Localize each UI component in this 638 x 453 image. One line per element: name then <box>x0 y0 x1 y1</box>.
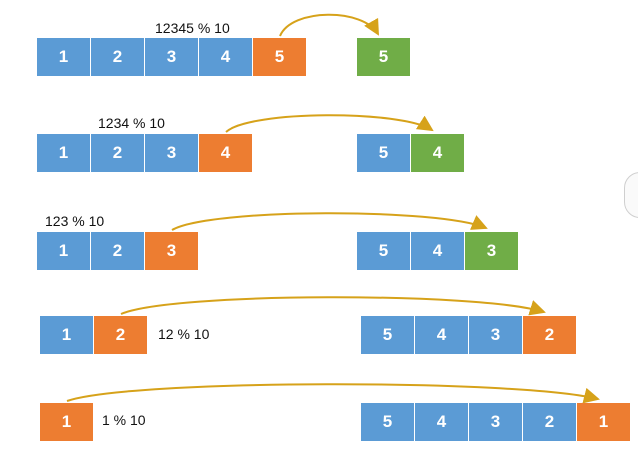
step-5-number-digit: 1 <box>40 403 94 441</box>
step-4-result-digit: 3 <box>469 316 523 354</box>
step-4-result-digit: 4 <box>415 316 469 354</box>
step-3-expression-label: 123 % 10 <box>45 213 105 229</box>
step-1-number-digit: 1 <box>37 38 91 76</box>
step-1-number-digit: 4 <box>199 38 253 76</box>
step-1-result-digit: 5 <box>357 38 411 76</box>
step-5-move-arrow <box>66 383 600 404</box>
step-3-result-digit: 3 <box>465 232 519 270</box>
step-4-move-arrow <box>120 296 546 316</box>
step-5-result-digit: 1 <box>577 403 631 441</box>
step-1-number-digit: 2 <box>91 38 145 76</box>
step-4-expression-label: 12 % 10 <box>158 326 210 342</box>
step-4-number-digit: 1 <box>40 316 94 354</box>
step-2-number-digit: 3 <box>145 134 199 172</box>
step-4-number-digit: 2 <box>94 316 148 354</box>
step-2-result-digit: 5 <box>357 134 411 172</box>
step-2-number-digit: 2 <box>91 134 145 172</box>
step-5-result-digit: 3 <box>469 403 523 441</box>
step-5-result-digit: 2 <box>523 403 577 441</box>
step-4-result-digit: 2 <box>523 316 577 354</box>
step-5-result-digit: 4 <box>415 403 469 441</box>
step-3-number-digit: 3 <box>145 232 199 270</box>
step-3-number-digit: 2 <box>91 232 145 270</box>
step-5-result-digit: 5 <box>361 403 415 441</box>
step-5-expression-label: 1 % 10 <box>102 412 146 428</box>
step-3-move-arrow <box>171 212 488 231</box>
step-3-result-digit: 5 <box>357 232 411 270</box>
step-2-expression-label: 1234 % 10 <box>98 115 165 131</box>
step-4-result-digit: 5 <box>361 316 415 354</box>
step-2-number-digit: 4 <box>199 134 253 172</box>
step-2-result-digit: 4 <box>411 134 465 172</box>
step-1-number-digit: 5 <box>253 38 307 76</box>
step-1-move-arrow <box>279 13 379 37</box>
step-3-number-digit: 1 <box>37 232 91 270</box>
step-3-result-digit: 4 <box>411 232 465 270</box>
step-2-number-digit: 1 <box>37 134 91 172</box>
step-1-expression-label: 12345 % 10 <box>155 20 230 36</box>
side-scroll-tab[interactable] <box>624 172 638 218</box>
step-1-number-digit: 3 <box>145 38 199 76</box>
step-2-move-arrow <box>225 114 434 133</box>
